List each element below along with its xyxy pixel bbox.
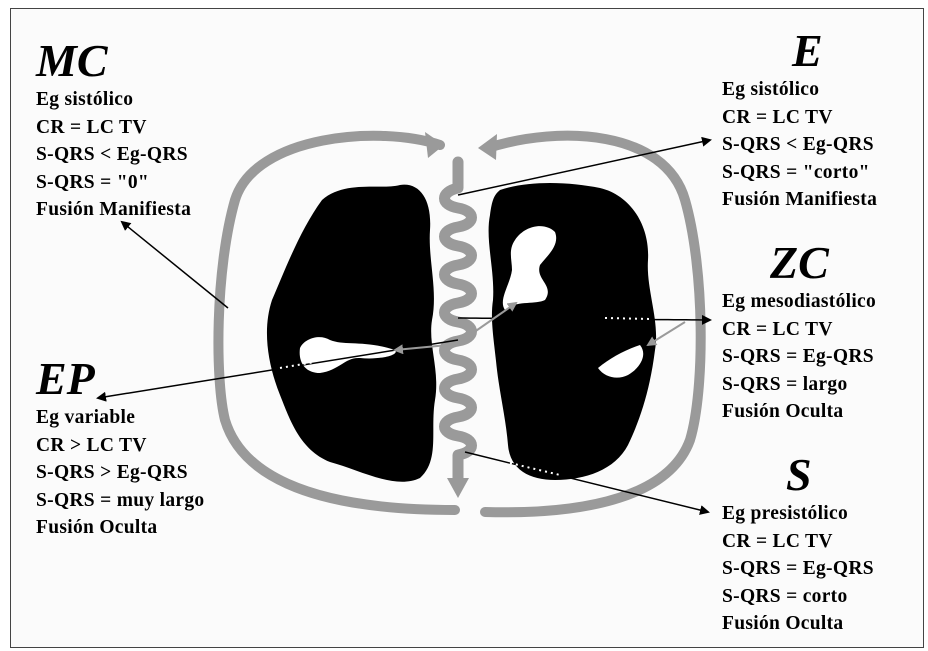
central-isthmus (445, 162, 472, 480)
s-line-2: CR = LC TV (722, 528, 874, 556)
zc-line-5: Fusión Oculta (722, 398, 876, 426)
e-line-3: S-QRS < Eg-QRS (722, 131, 877, 159)
right-scar (489, 183, 657, 480)
ep-line-2: CR > LC TV (36, 432, 204, 460)
mc-line-3: S-QRS < Eg-QRS (36, 141, 191, 169)
e-line-5: Fusión Manifiesta (722, 186, 877, 214)
ep-label-block: EP Eg variable CR > LC TV S-QRS > Eg-QRS… (36, 356, 204, 542)
e-title: E (722, 28, 877, 74)
s-line-4: S-QRS = corto (722, 583, 874, 611)
zc-line-1: Eg mesodiastólico (722, 288, 876, 316)
right-wavefront-arrowhead (478, 134, 497, 160)
zc-line-4: S-QRS = largo (722, 371, 876, 399)
s-label-block: S Eg presistólico CR = LC TV S-QRS = Eg-… (722, 452, 874, 638)
e-line-2: CR = LC TV (722, 104, 877, 132)
zc-title: ZC (722, 240, 876, 286)
mc-line-1: Eg sistólico (36, 86, 191, 114)
zc-line-2: CR = LC TV (722, 316, 876, 344)
e-line-1: Eg sistólico (722, 76, 877, 104)
mc-title: MC (36, 38, 191, 84)
s-title: S (722, 452, 874, 498)
ep-line-4: S-QRS = muy largo (36, 487, 204, 515)
e-line-4: S-QRS = "corto" (722, 159, 877, 187)
mc-pointer (122, 222, 228, 308)
ep-line-3: S-QRS > Eg-QRS (36, 459, 204, 487)
mc-line-5: Fusión Manifiesta (36, 196, 191, 224)
mc-line-2: CR = LC TV (36, 114, 191, 142)
mc-label-block: MC Eg sistólico CR = LC TV S-QRS < Eg-QR… (36, 38, 191, 224)
e-label-block: E Eg sistólico CR = LC TV S-QRS < Eg-QRS… (722, 28, 877, 214)
left-scar (267, 185, 436, 482)
zc-line-3: S-QRS = Eg-QRS (722, 343, 876, 371)
ep-line-1: Eg variable (36, 404, 204, 432)
mc-line-4: S-QRS = "0" (36, 169, 191, 197)
s-line-1: Eg presistólico (722, 500, 874, 528)
ep-line-5: Fusión Oculta (36, 514, 204, 542)
s-line-5: Fusión Oculta (722, 610, 874, 638)
zc-label-block: ZC Eg mesodiastólico CR = LC TV S-QRS = … (722, 240, 876, 426)
s-line-3: S-QRS = Eg-QRS (722, 555, 874, 583)
left-wavefront-arrowhead (425, 132, 444, 158)
isthmus-exit-arrowhead (447, 478, 469, 498)
ep-title: EP (36, 356, 204, 402)
